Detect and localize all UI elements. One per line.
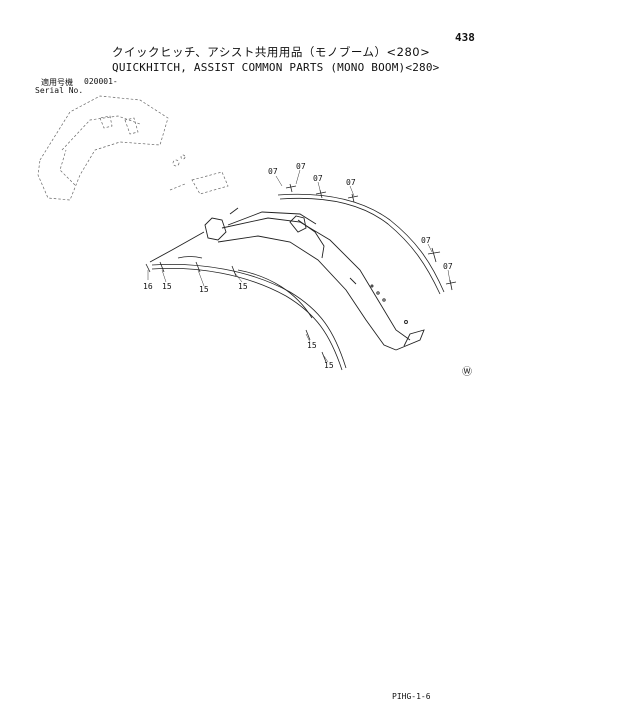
reference-outline: [37, 95, 229, 201]
clamps: [145, 183, 457, 363]
callout-15: 15: [162, 282, 172, 291]
page-number: 438: [455, 31, 475, 44]
callout-07: 07: [346, 178, 356, 187]
title-japanese: クイックヒッチ、アシスト共用用品（モノブーム）<280>: [112, 45, 431, 59]
hydraulic-lines: [151, 193, 445, 371]
callout-15: 15: [199, 285, 209, 294]
callout-15: 15: [307, 341, 317, 350]
callout-16: 16: [143, 282, 153, 291]
serial-label-japanese: 適用号機: [41, 78, 73, 87]
callout-07: 07: [443, 262, 453, 271]
callout-07: 07: [268, 167, 278, 176]
corner-mark: Ⓦ: [462, 366, 472, 378]
leader-lines: [147, 169, 451, 363]
title-english: QUICKHITCH, ASSIST COMMON PARTS (MONO BO…: [112, 61, 440, 74]
callout-15: 15: [238, 282, 248, 291]
callout-07: 07: [296, 162, 306, 171]
callout-07: 07: [421, 236, 431, 245]
boom-structure: [149, 207, 425, 351]
callout-15: 15: [324, 361, 334, 370]
serial-code: 020001-: [84, 77, 118, 86]
callout-07: 07: [313, 174, 323, 183]
serial-label-english: Serial No.: [35, 86, 84, 95]
footer-code: PIHG-1-6: [392, 692, 431, 701]
